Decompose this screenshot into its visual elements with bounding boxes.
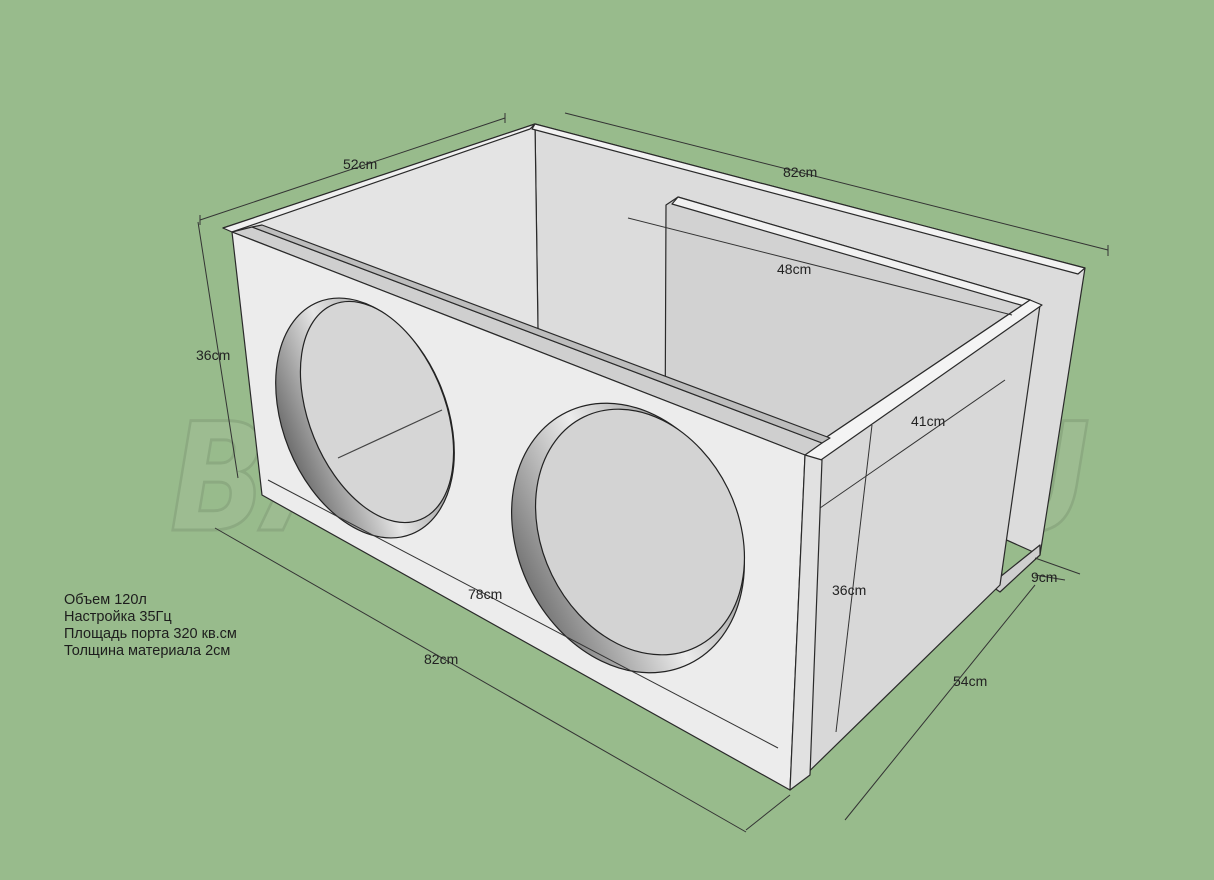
- dim-port-width: 9cm: [1031, 569, 1057, 585]
- dim-bottom-length: 82cm: [424, 651, 458, 667]
- spec-volume: Объем 120л: [64, 592, 147, 608]
- dim-height-left: 36cm: [196, 347, 230, 363]
- dim-top-depth: 52cm: [343, 156, 377, 172]
- dim-side-depth: 54cm: [953, 673, 987, 689]
- left-woofer-cutout: [275, 297, 455, 539]
- dim-front-inner: 78cm: [468, 586, 502, 602]
- dim-top-length: 82cm: [783, 164, 817, 180]
- dim-inner-depth: 41cm: [911, 413, 945, 429]
- dimension-lines: [197, 112, 1109, 833]
- right-woofer-cutout: [511, 402, 746, 674]
- dim-height-right: 36cm: [832, 582, 866, 598]
- spec-port-area: Площадь порта 320 кв.см: [64, 626, 237, 642]
- spec-list: Объем 120л Настройка 35Гц Площадь порта …: [64, 592, 237, 660]
- dim-port-length: 48cm: [777, 261, 811, 277]
- spec-material-thickness: Толщина материала 2см: [64, 643, 231, 659]
- spec-tuning: Настройка 35Гц: [64, 609, 172, 625]
